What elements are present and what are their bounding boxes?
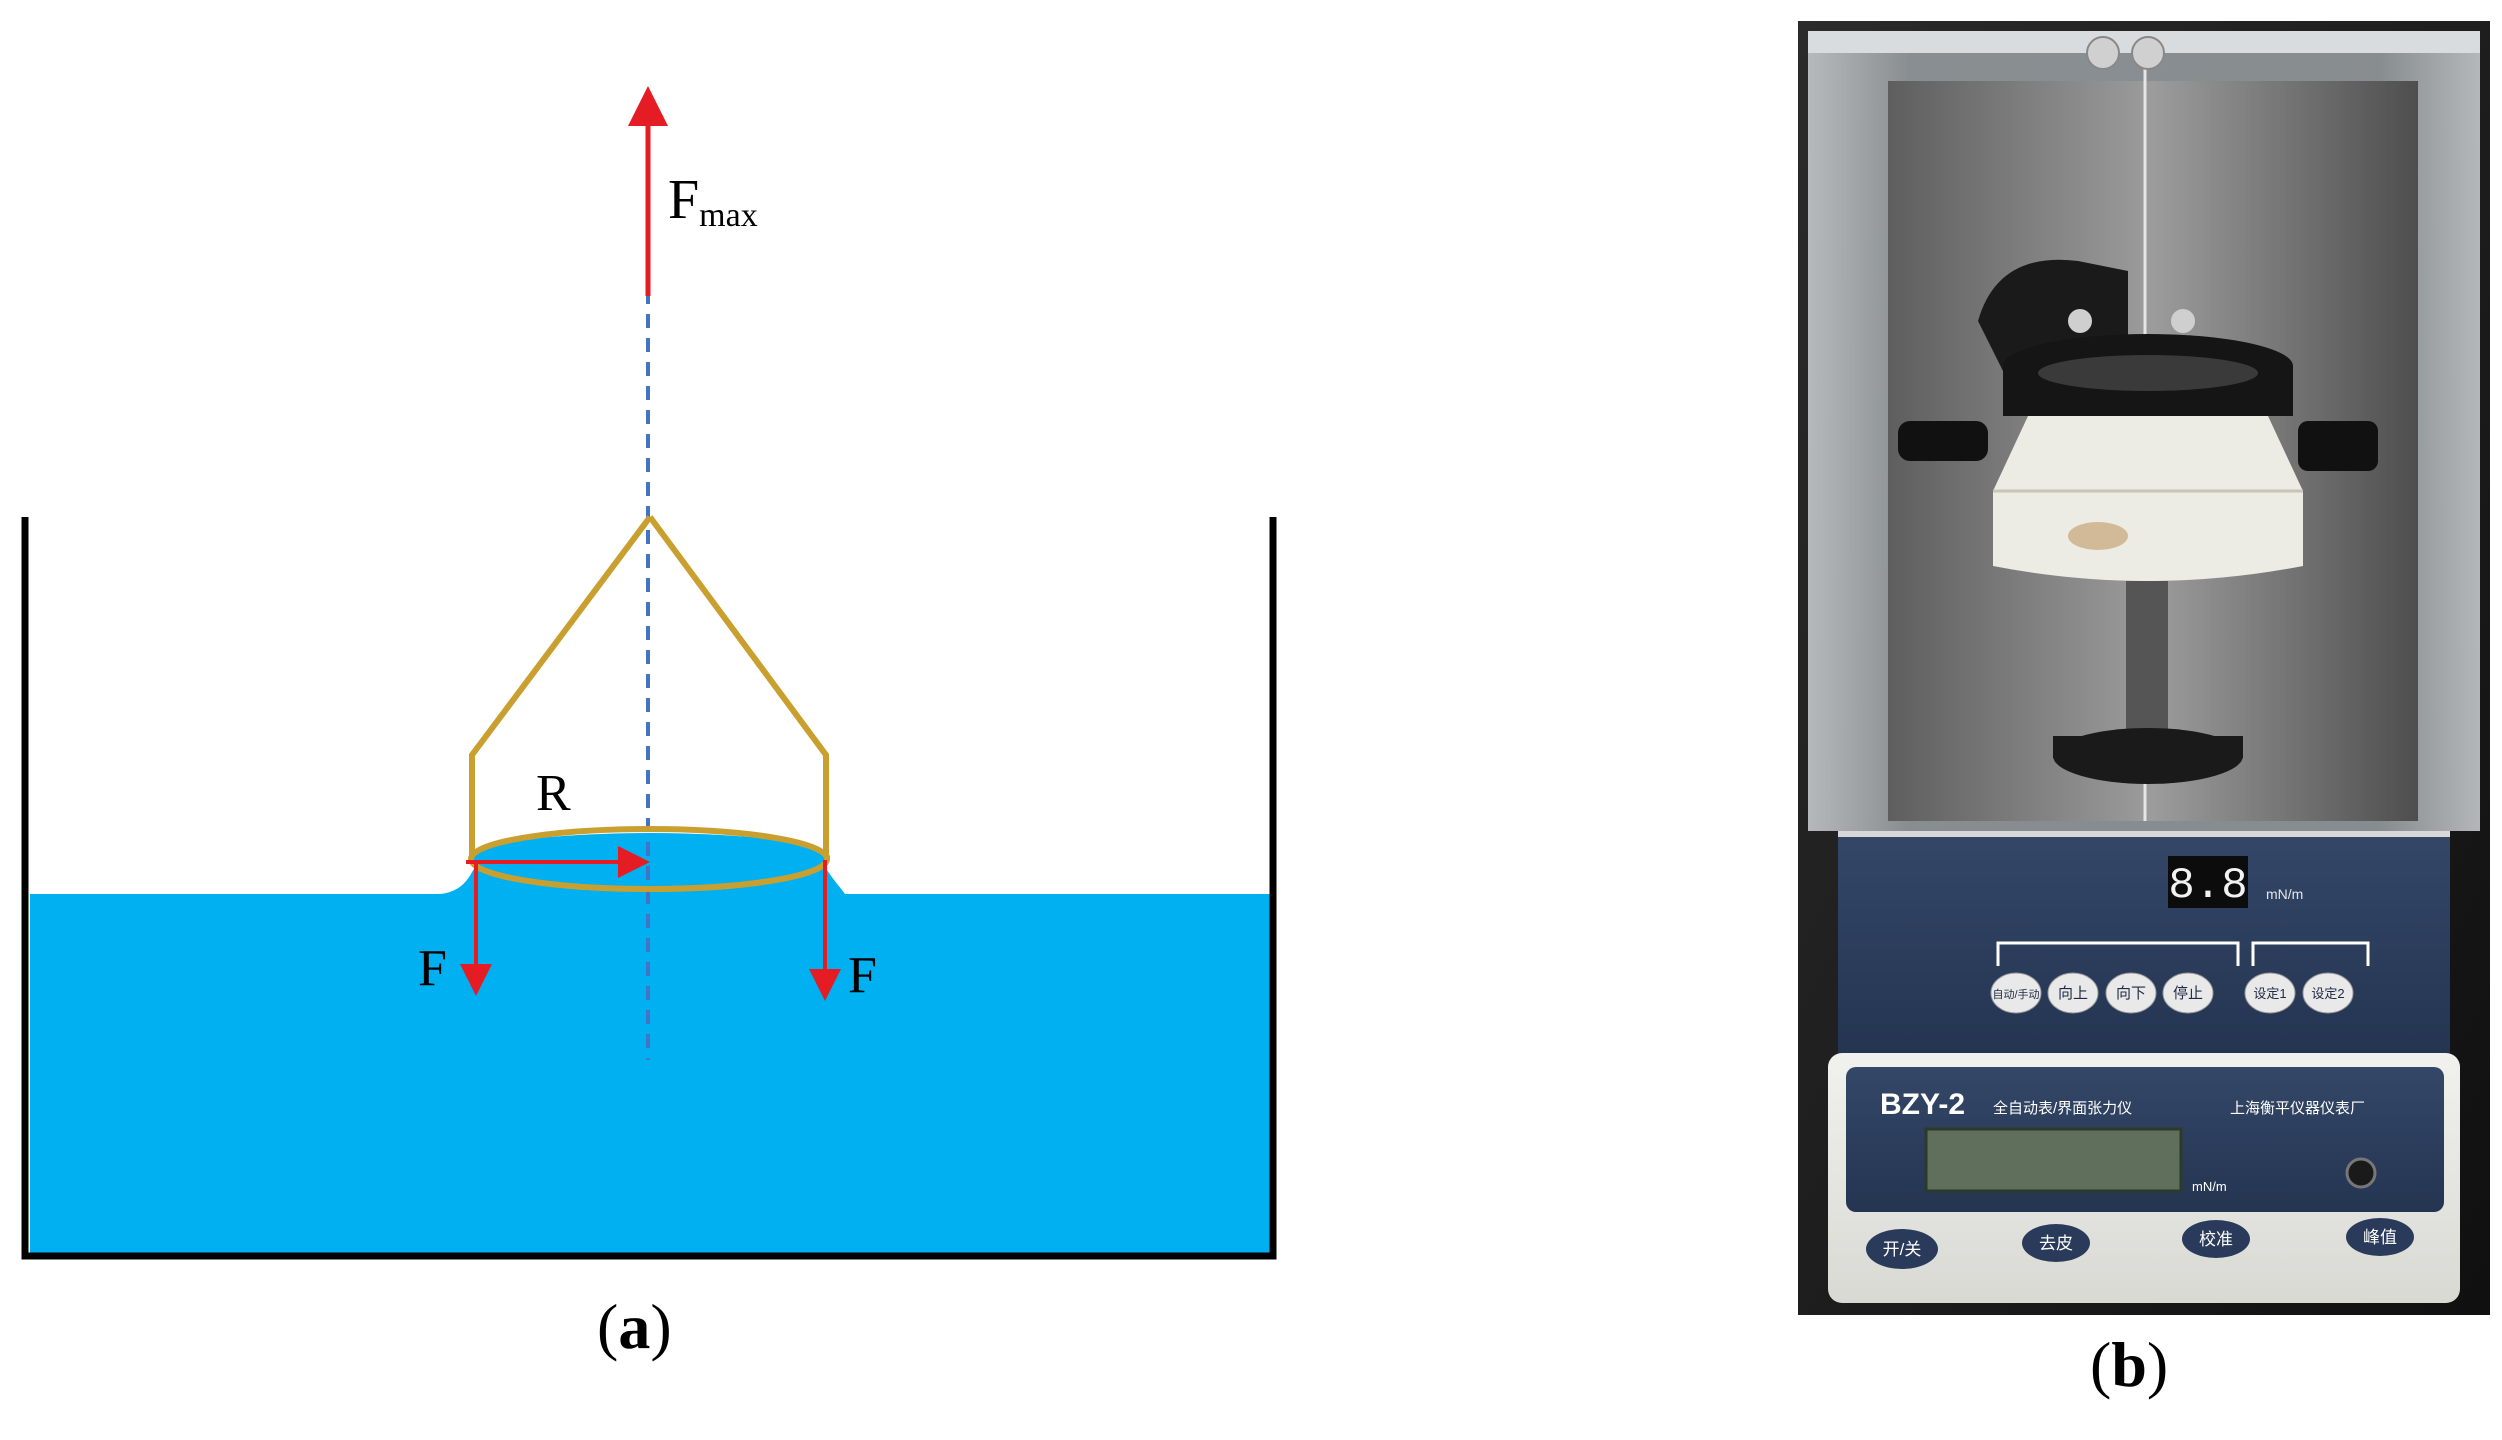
svg-text:设定2: 设定2	[2311, 986, 2344, 1001]
manufacturer-name: 上海衡平仪器仪表厂	[2230, 1100, 2365, 1117]
caption-a: (a)	[597, 1291, 672, 1362]
ring-hanger	[469, 515, 829, 857]
setting1-button[interactable]: 设定1	[2244, 972, 2296, 1014]
force-max-label: Fmax	[668, 169, 758, 234]
svg-text:去皮: 去皮	[2039, 1234, 2073, 1253]
ring-method-diagram: Fmax R F F	[21, 86, 1277, 1260]
setting2-button[interactable]: 设定2	[2302, 972, 2354, 1014]
power-button[interactable]: 开/关	[1866, 1229, 1938, 1269]
svg-text:向上: 向上	[2058, 985, 2088, 1002]
container	[21, 517, 1277, 1260]
control-buttons: 自动/手动 向上 向下 停止 设定1 设定2	[1990, 972, 2354, 1014]
lcd-screen	[1924, 1127, 2183, 1193]
down-button[interactable]: 向下	[2105, 972, 2157, 1014]
led-display	[2168, 856, 2248, 908]
svg-text:峰值: 峰值	[2363, 1228, 2397, 1247]
tensiometer-photo: 8.8 mN/m 自动/手动 向上 向下 停止 设定1 设定2 BZY-2 全自…	[1798, 21, 2490, 1315]
led-display-value: 8.8	[2168, 861, 2247, 911]
svg-text:开/关: 开/关	[1883, 1240, 1922, 1259]
radius-label: R	[536, 765, 571, 822]
dish-holder	[1993, 416, 2303, 581]
peak-button[interactable]: 峰值	[2346, 1218, 2414, 1256]
calibrate-button[interactable]: 校准	[2182, 1220, 2250, 1258]
liquid-meniscus	[470, 833, 830, 881]
stop-button[interactable]: 停止	[2162, 972, 2214, 1014]
svg-text:自动/手动: 自动/手动	[1992, 987, 2039, 1001]
product-name: 全自动表/界面张力仪	[1993, 1099, 2132, 1117]
led-display-unit: mN/m	[2266, 886, 2303, 902]
svg-text:停止: 停止	[2173, 985, 2203, 1002]
power-indicator	[2345, 1157, 2377, 1189]
tare-button[interactable]: 去皮	[2022, 1224, 2090, 1262]
svg-text:向下: 向下	[2116, 985, 2146, 1002]
liquid-body	[30, 860, 1270, 1253]
lift-column	[2126, 581, 2168, 731]
ring	[468, 826, 830, 892]
base-buttons: 开/关 去皮 校准 峰值	[1866, 1218, 2414, 1269]
auto-manual-button[interactable]: 自动/手动	[1990, 972, 2042, 1014]
lcd-unit: mN/m	[2192, 1179, 2227, 1194]
svg-text:设定1: 设定1	[2253, 986, 2286, 1001]
svg-text:校准: 校准	[2199, 1230, 2233, 1249]
force-left-label: F	[418, 940, 447, 997]
force-right-label: F	[848, 947, 877, 1004]
caption-b: (b)	[2090, 1329, 2169, 1400]
model-name: BZY-2	[1880, 1088, 1965, 1121]
up-button[interactable]: 向上	[2047, 972, 2099, 1014]
